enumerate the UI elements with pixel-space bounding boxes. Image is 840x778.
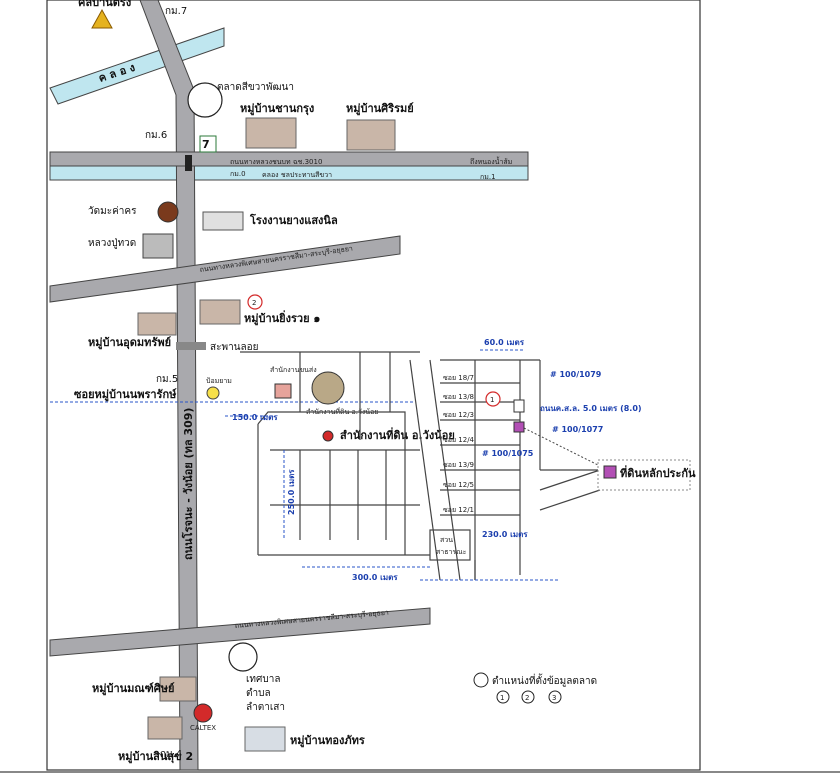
plot-1079-label: # 100/1079 xyxy=(550,370,602,379)
factory-label: โรงงานยางแสงนิล xyxy=(249,213,338,227)
km7-marker: กม.7 xyxy=(165,6,187,17)
circle-1-icon xyxy=(485,391,501,407)
district-office-label: สำนักงานขนส่ง xyxy=(270,366,317,374)
traffic-light-icon xyxy=(185,155,192,171)
wat-icon xyxy=(157,201,179,223)
village-monsathit-label: หมู่บ้านมณฑ์ศิษย์ xyxy=(92,682,174,696)
village-sinsuk-icon xyxy=(147,716,183,740)
park-label-2: สาธารณะ xyxy=(436,548,467,556)
legend-circle-icon xyxy=(473,672,489,688)
dim-300-label: 300.0 เมตร xyxy=(352,573,398,582)
bridge-label: สะพานลอย xyxy=(210,342,259,353)
legend-numbers: 1 2 3 xyxy=(496,690,562,704)
dim-150-label: 150.0 เมตร xyxy=(232,413,278,422)
caltex-label: CALTEX xyxy=(190,724,216,732)
map-frame xyxy=(46,0,701,771)
plot-1077-icon xyxy=(513,421,525,433)
police-label: สำนักงานที่ดิน อ.วังน้อย xyxy=(340,427,455,442)
to-nong-nam-som-label: ถึงหนองน้ำส้ม xyxy=(470,155,512,166)
circle-1-label: 1 xyxy=(490,396,494,404)
municipality-label-3: ลำตาเสา xyxy=(246,702,285,713)
village-monsathit-icon xyxy=(159,676,197,702)
bridge-icon xyxy=(176,342,206,350)
municipality-circle-icon xyxy=(228,642,258,672)
soi-label-3: ซอย 12/4 xyxy=(443,436,475,444)
village-thongpat-label: หมู่บ้านทองภัทร xyxy=(290,734,365,748)
dim-230-label: 230.0 เมตร xyxy=(482,530,528,539)
police-icon xyxy=(322,430,334,442)
station-label: ป้อมยาม xyxy=(206,377,232,385)
legend-num-3: 3 xyxy=(552,694,556,702)
village-udomsap-label: หมู่บ้านอุดมทรัพย์ xyxy=(88,336,171,350)
village-yingruay-label: หมู่บ้านยิ่งรวย ๑ xyxy=(244,310,320,326)
top-left-label: คลีบ้านตรัง xyxy=(78,0,131,9)
legend-num-2: 2 xyxy=(525,694,529,702)
village-yingruay-icon xyxy=(199,299,241,325)
luang-pu-thuat-icon xyxy=(142,233,174,259)
village-charoenkrung-label: หมู่บ้านชานกรุง xyxy=(240,102,314,116)
land-office-seal-icon xyxy=(311,371,345,405)
factory-icon xyxy=(202,211,244,231)
soi-village-label: ซอยหมู่บ้านนพรารักษ์ xyxy=(74,388,177,402)
temple-icon xyxy=(91,8,113,29)
soi-label-0: ซอย 18/7 xyxy=(443,374,474,382)
seven-eleven-icon xyxy=(199,135,217,153)
upper-highway xyxy=(49,235,401,303)
highway-3010 xyxy=(49,151,529,167)
village-sirirom-icon xyxy=(346,119,396,151)
dim-250-label: 250.0 เมตร xyxy=(287,469,296,515)
station-icon xyxy=(206,386,220,400)
plot-1079-icon xyxy=(513,399,525,413)
circle-2-label: 2 xyxy=(252,299,256,307)
svg-text:7: 7 xyxy=(202,138,210,151)
highway-309 xyxy=(139,0,199,771)
market-label: ตลาดสีขวาพัฒนา xyxy=(217,81,294,93)
caltex-icon xyxy=(193,703,213,723)
collateral-label: ที่ดินหลักประกัน xyxy=(620,465,696,480)
soi-label-5: ซอย 12/5 xyxy=(443,481,474,489)
soi-label-4: ซอย 13/9 xyxy=(443,461,474,469)
km4-marker: กม.4 xyxy=(160,749,182,760)
legend-label: ตำแหน่งที่ตั้งข้อมูลตลาด xyxy=(492,673,597,687)
municipality-label-1: เทศบาล xyxy=(246,674,280,685)
soi-label-6: ซอย 12/1 xyxy=(443,506,474,514)
km0-marker: กม.0 xyxy=(230,170,246,178)
road-309-label: ถนนโรจนะ - วังน้อย (ทล 309) xyxy=(181,408,195,560)
canal-road-label: คลอง ชลประทานสีขวา xyxy=(262,171,332,179)
village-charoenkrung-icon xyxy=(245,117,297,149)
village-sirirom-label: หมู่บ้านศิริรมย์ xyxy=(346,102,414,116)
km5-marker: กม.5 xyxy=(156,374,178,385)
village-sinsuk-label: หมู่บ้านสินสุข 2 xyxy=(118,750,193,764)
municipality-label-2: ตำบล xyxy=(246,688,271,699)
park-label-1: สวน xyxy=(440,536,453,544)
soi-label-2: ซอย 12/3 xyxy=(443,411,474,419)
circle-2-icon xyxy=(247,294,263,310)
wat-label: วัดมะค่าคร xyxy=(88,206,137,217)
collateral-swatch-icon xyxy=(603,465,617,479)
highway-3010-label: ถนนทางหลวงชนบท ฉช.3010 xyxy=(230,158,322,166)
village-thongpat-icon xyxy=(244,726,286,752)
dim-60-label: 60.0 เมตร xyxy=(484,338,525,347)
soi-label-1: ซอย 13/8 xyxy=(443,393,474,401)
luang-pu-thuat-label: หลวงปู่ทวด xyxy=(88,238,136,249)
market-circle-icon xyxy=(187,82,223,118)
km1-marker: กม.1 xyxy=(480,173,496,181)
km6-marker: กม.6 xyxy=(145,130,167,141)
legend-num-1: 1 xyxy=(500,694,504,702)
village-udomsap-icon xyxy=(137,312,177,336)
district-office-icon xyxy=(274,383,292,399)
plot-1077-label: # 100/1077 xyxy=(552,425,603,434)
street-grid xyxy=(240,351,601,581)
lower-highway xyxy=(49,607,431,657)
dim-5-label: ถนนค.ส.ล. 5.0 เมตร (8.0) xyxy=(540,404,642,413)
plot-1075-label: # 100/1075 xyxy=(482,449,534,458)
